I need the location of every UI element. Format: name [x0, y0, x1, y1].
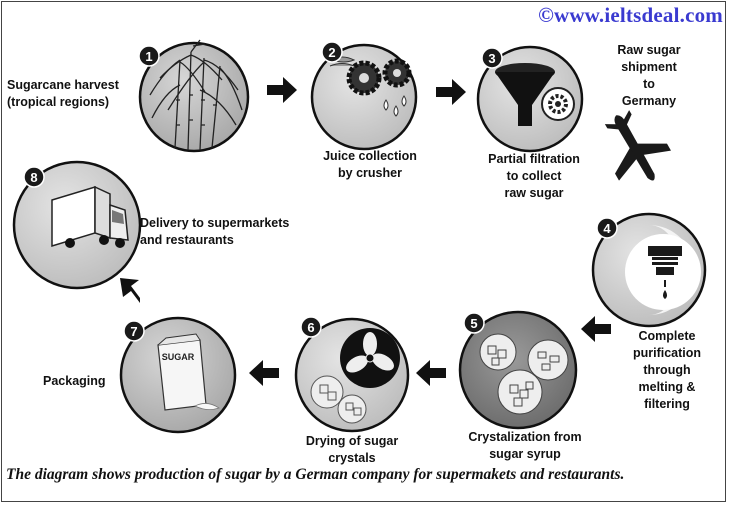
arrow-icon	[267, 77, 297, 103]
diagram-caption: The diagram shows production of sugar by…	[6, 466, 625, 483]
arrow-icon	[249, 360, 279, 386]
step-8-circle: 8	[12, 160, 142, 290]
fan-dryer-icon	[340, 328, 400, 388]
filter-drip-icon	[648, 246, 682, 299]
step-1-label: Sugarcane harvest(tropical regions)	[7, 78, 119, 109]
sugar-bag-icon: SUGAR	[157, 333, 220, 411]
bag-label: SUGAR	[162, 352, 195, 362]
step-1-circle: 1	[138, 39, 250, 153]
step-3-circle: 3	[476, 45, 584, 153]
sugar-crystals-icon	[310, 375, 367, 424]
step-7-circle: SUGAR 7	[119, 316, 237, 434]
arrow-icon	[120, 278, 140, 303]
arrow-icon	[581, 316, 611, 342]
arrow-icon	[436, 79, 466, 105]
airplane-icon	[604, 110, 671, 181]
crusher-gears-icon	[329, 56, 412, 117]
step-number: 6	[307, 320, 314, 335]
step-number: 7	[130, 324, 137, 339]
watermark: ©www.ieltsdeal.com	[538, 3, 723, 27]
step-number: 4	[603, 221, 611, 236]
delivery-truck-icon	[51, 185, 129, 248]
step-4-circle: 4	[591, 212, 707, 328]
step-number: 2	[328, 45, 335, 60]
arrow-icon	[416, 360, 446, 386]
step-5-circle: 5	[458, 310, 578, 430]
step-number: 3	[488, 51, 495, 66]
step-number: 1	[145, 49, 152, 64]
sugar-crystals-icon	[479, 333, 569, 415]
funnel-filter-icon	[495, 63, 575, 126]
step-6-circle: 6	[294, 316, 410, 433]
step-number: 5	[470, 316, 477, 331]
step-7-label: Packaging	[43, 374, 106, 388]
sugarcane-icon	[149, 39, 243, 151]
step-2-circle: 2	[310, 41, 418, 151]
step-number: 8	[30, 170, 37, 185]
